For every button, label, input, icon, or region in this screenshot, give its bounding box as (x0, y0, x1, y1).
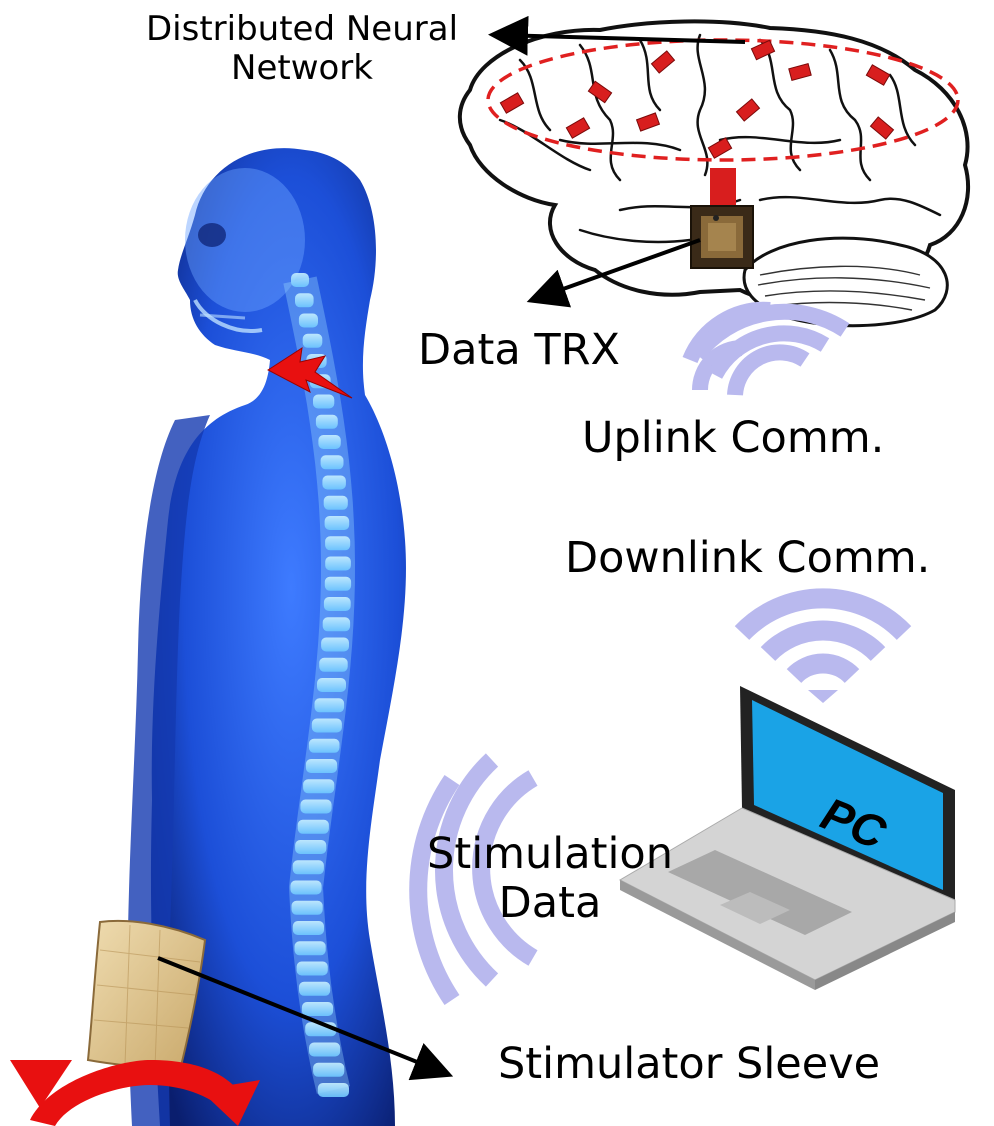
uplink-wave-icon-2 (690, 303, 850, 396)
vertebra (323, 597, 351, 611)
vertebra (303, 779, 335, 794)
neural-sensor (635, 112, 661, 132)
vertebra (322, 617, 351, 632)
neural-sensor (565, 117, 591, 139)
spinal-column (283, 273, 356, 1097)
neural-sensor (788, 63, 812, 81)
stimulator-sleeve-label: Stimulator Sleeve (498, 1039, 881, 1089)
downlink-wifi-icon (734, 588, 912, 684)
downlink-wifi-dot (808, 690, 838, 703)
vertebra (294, 941, 326, 956)
vertebra (325, 536, 351, 551)
vertebra (321, 637, 349, 652)
vertebra (305, 759, 338, 773)
data-trx-label: Data TRX (418, 325, 620, 375)
neural-sensor (865, 64, 891, 86)
vertebra (318, 435, 341, 449)
vertebra (296, 961, 328, 976)
vertebra (324, 576, 352, 591)
vertebra (322, 475, 346, 490)
network-pointer-arrow (488, 15, 746, 56)
vertebra (313, 1062, 345, 1077)
vertebra (295, 840, 327, 854)
leg-movement-arrow-icon (10, 1060, 260, 1126)
uplink-label: Uplink Comm. (582, 413, 885, 463)
vertebra (324, 516, 350, 530)
vertebra (309, 1042, 341, 1057)
downlink-label: Downlink Comm. (565, 533, 931, 583)
vertebra (317, 678, 346, 692)
vertebra (291, 900, 323, 915)
vertebra (313, 394, 335, 409)
vertebra (290, 880, 322, 895)
vertebra (317, 1083, 349, 1097)
trx-connector (710, 168, 736, 212)
vertebra (311, 718, 342, 733)
vertebra (295, 293, 314, 308)
vertebra (302, 333, 323, 348)
vertebra (300, 799, 332, 814)
vertebra (299, 981, 331, 996)
vertebra (319, 657, 348, 672)
sleeve-pointer-arrow (157, 956, 454, 1081)
vertebra (301, 1002, 334, 1016)
stimulation-data-label: Stimulation Data (410, 829, 690, 929)
vertebra (315, 414, 338, 429)
stimulation-wave-icon (409, 753, 538, 1006)
vertebra (308, 738, 340, 753)
distributed-network-label-line2: Network (231, 48, 373, 89)
vertebra (292, 921, 324, 935)
neural-sensor (735, 98, 761, 122)
neural-sensor (499, 92, 525, 114)
vertebra (298, 313, 318, 328)
distributed-sensors (499, 39, 895, 159)
neural-sensor (587, 80, 613, 104)
vertebra (297, 819, 329, 834)
vertebra (323, 495, 348, 510)
spinal-injury-icon (267, 346, 353, 399)
vertebra (292, 860, 324, 875)
trx-pointer-arrow (526, 238, 701, 308)
laptop-pc (618, 686, 956, 990)
brain-illustration (457, 19, 971, 328)
stimulation-data-label-line2: Data (498, 878, 602, 929)
neural-sensor (650, 50, 676, 74)
distributed-network-label: Distributed Neural Network (112, 9, 492, 89)
distributed-network-label-line1: Distributed Neural (145, 9, 459, 49)
vertebra (320, 455, 344, 470)
neural-sensor (707, 137, 733, 159)
vertebra (314, 698, 345, 713)
neural-sensor (869, 116, 895, 140)
neural-sensor (750, 39, 776, 61)
stimulation-data-label-line1: Stimulation (427, 829, 673, 879)
vertebra (291, 273, 309, 287)
vertebra (325, 556, 351, 571)
